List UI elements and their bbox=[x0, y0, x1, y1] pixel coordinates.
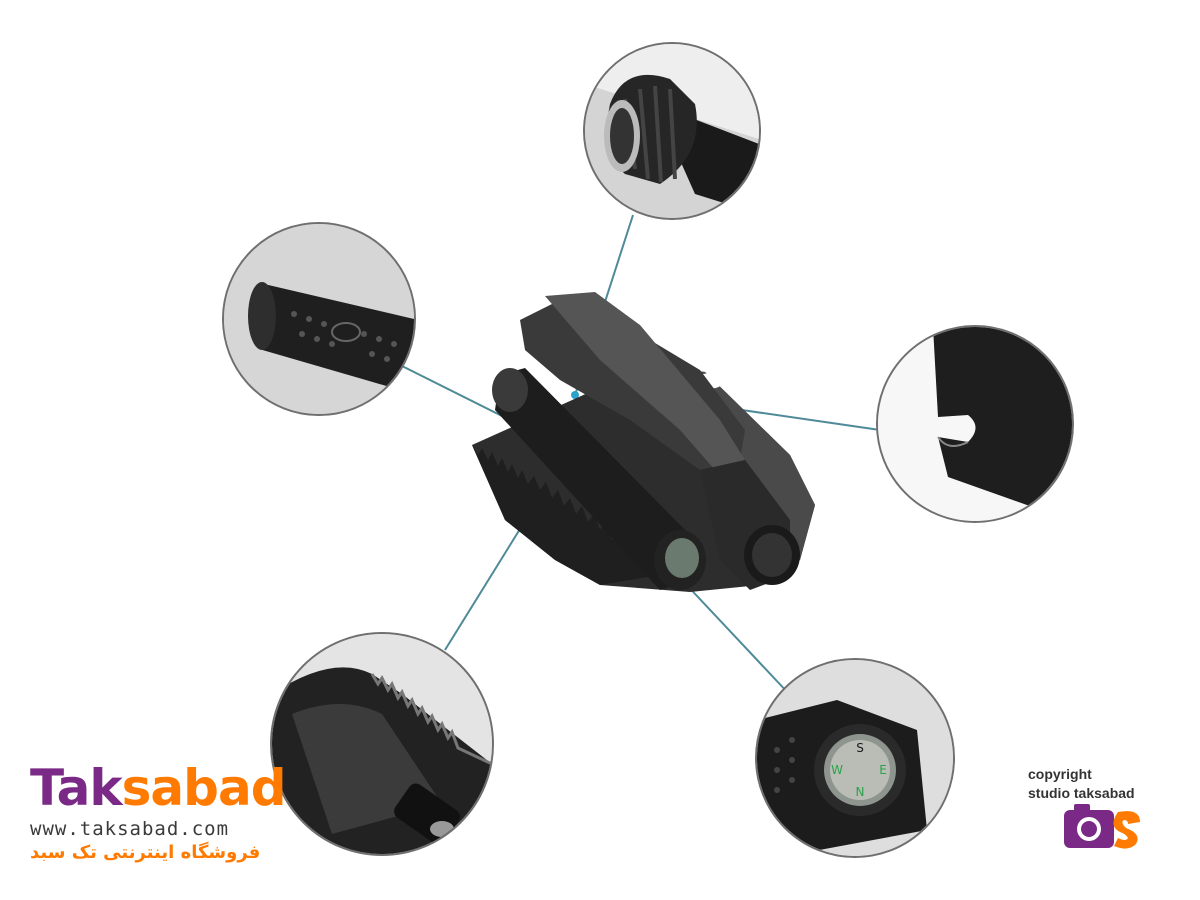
grip-handle-detail bbox=[222, 222, 416, 416]
taksabad-logo: Taksabad www.taksabad.com فروشگاه اینترن… bbox=[30, 759, 286, 863]
compass-image: S W E N bbox=[757, 660, 953, 856]
copyright-notice: copyright studio taksabad bbox=[1028, 765, 1135, 803]
folding-shovel bbox=[472, 292, 815, 592]
logo-url: www.taksabad.com bbox=[30, 818, 230, 840]
compass-label-n: N bbox=[856, 785, 865, 799]
grip-handle-image bbox=[224, 224, 414, 414]
saw-edge-detail bbox=[270, 632, 494, 856]
saw-edge-image bbox=[272, 634, 492, 854]
compass-detail: S W E N bbox=[755, 658, 955, 858]
compass-label-s: S bbox=[856, 741, 864, 755]
screw-joint-detail bbox=[583, 42, 761, 220]
logo-tagline: فروشگاه اینترنتی تک سبد bbox=[30, 842, 261, 863]
logo-wordmark: Taksabad bbox=[30, 759, 286, 817]
logo-word-part2: sabad bbox=[121, 759, 287, 817]
compass-label-e: E bbox=[879, 763, 887, 777]
bottle-opener-detail bbox=[876, 325, 1074, 523]
copyright-line2: studio taksabad bbox=[1028, 785, 1135, 801]
compass-label-w: W bbox=[831, 763, 843, 777]
screw-joint-image bbox=[585, 44, 759, 218]
studio-camera-icon bbox=[1064, 804, 1140, 849]
logo-word-part1: Tak bbox=[30, 759, 123, 817]
bottle-opener-image bbox=[878, 327, 1072, 521]
copyright-line1: copyright bbox=[1028, 766, 1092, 782]
